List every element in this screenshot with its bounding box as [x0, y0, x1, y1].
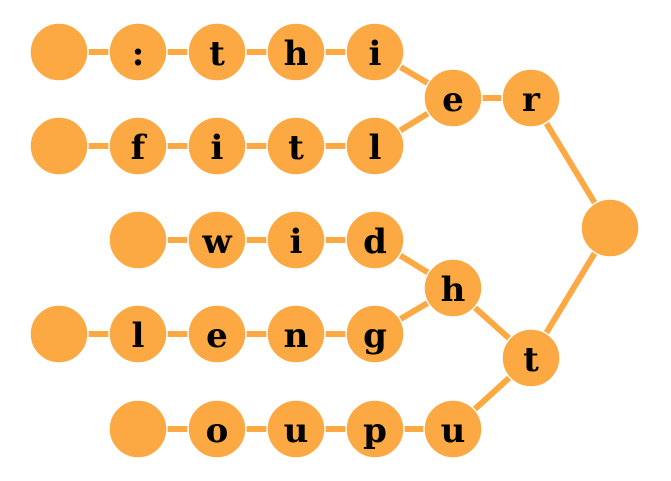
node-circle: [108, 399, 168, 459]
node-circle: [108, 22, 168, 82]
node-label: h: [284, 34, 309, 74]
node-circle: [187, 116, 247, 176]
node-circle: [423, 399, 483, 459]
node-label: i: [211, 128, 224, 168]
node-label: w: [201, 222, 232, 262]
node-label: l: [132, 316, 145, 356]
node-label: t: [209, 34, 225, 74]
node-u: u: [266, 399, 326, 459]
node-label: :: [132, 34, 145, 74]
node-l: l: [108, 304, 168, 364]
node-label: h: [441, 270, 466, 310]
node-g: g: [345, 304, 405, 364]
node-circle: [29, 304, 89, 364]
terminal-node: [108, 210, 168, 270]
root-node: [580, 198, 640, 258]
node-label: e: [206, 316, 228, 356]
node-circle: [187, 22, 247, 82]
node-circle: [29, 22, 89, 82]
node-i: i: [187, 116, 247, 176]
node-label: o: [206, 411, 229, 451]
node-circle: [266, 399, 326, 459]
node-circle: [501, 328, 561, 388]
node-circle: [345, 210, 405, 270]
node-label: f: [131, 128, 148, 168]
node-t: t: [187, 22, 247, 82]
node-p: p: [345, 399, 405, 459]
node-i: i: [266, 210, 326, 270]
terminal-node: [29, 22, 89, 82]
node-circle: [501, 68, 561, 128]
node-d: d: [345, 210, 405, 270]
node-e: e: [423, 68, 483, 128]
node-circle: [108, 210, 168, 270]
node-label: g: [363, 316, 387, 356]
node-t: t: [501, 328, 561, 388]
node-circle: [345, 116, 405, 176]
node-colon: :: [108, 22, 168, 82]
node-circle: [266, 116, 326, 176]
node-circle: [345, 304, 405, 364]
node-h: h: [423, 258, 483, 318]
terminal-node: [108, 399, 168, 459]
node-label: u: [284, 411, 309, 451]
node-u: u: [423, 399, 483, 459]
node-circle: [187, 399, 247, 459]
node-layer: r e i h t: l t i f t h d i w g n e l u p u o: [29, 22, 640, 459]
node-circle: [108, 304, 168, 364]
node-l: l: [345, 116, 405, 176]
node-circle: [266, 210, 326, 270]
node-circle: [345, 22, 405, 82]
node-label: t: [523, 340, 539, 380]
node-o: o: [187, 399, 247, 459]
terminal-node: [29, 116, 89, 176]
node-circle: [423, 68, 483, 128]
node-f: f: [108, 116, 168, 176]
node-label: l: [369, 128, 382, 168]
node-label: i: [369, 34, 382, 74]
node-r: r: [501, 68, 561, 128]
node-circle: [423, 258, 483, 318]
node-circle: [187, 210, 247, 270]
node-circle: [266, 304, 326, 364]
node-label: n: [284, 316, 309, 356]
node-h: h: [266, 22, 326, 82]
node-label: r: [522, 80, 541, 120]
terminal-node: [29, 304, 89, 364]
node-label: p: [363, 411, 387, 451]
node-w: w: [187, 210, 247, 270]
node-circle: [29, 116, 89, 176]
node-label: i: [290, 222, 303, 262]
node-circle: [345, 399, 405, 459]
node-t: t: [266, 116, 326, 176]
node-i: i: [345, 22, 405, 82]
node-n: n: [266, 304, 326, 364]
node-circle: [108, 116, 168, 176]
node-e: e: [187, 304, 247, 364]
node-circle: [187, 304, 247, 364]
node-label: t: [288, 128, 304, 168]
node-circle: [580, 198, 640, 258]
node-label: e: [442, 80, 464, 120]
node-circle: [266, 22, 326, 82]
node-label: u: [441, 411, 466, 451]
node-label: d: [363, 222, 387, 262]
